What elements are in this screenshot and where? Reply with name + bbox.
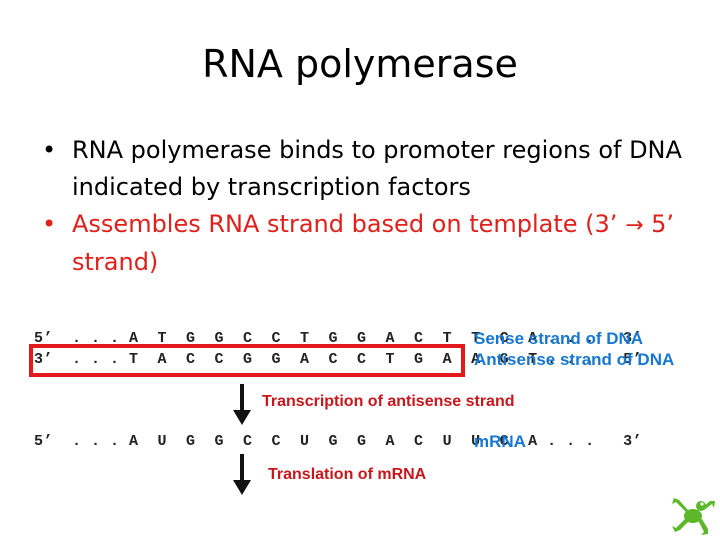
bullet-text-suffix: 5’ strand) xyxy=(72,210,675,276)
slide-title: RNA polymerase xyxy=(202,42,518,86)
bullet-text: RNA polymerase binds to promoter regions… xyxy=(72,136,682,201)
frog-icon xyxy=(672,498,715,535)
right-arrow-icon: → xyxy=(625,213,644,238)
bullet-item-1: • RNA polymerase binds to promoter regio… xyxy=(42,132,702,206)
translation-step-label: Translation of mRNA xyxy=(268,466,427,483)
antisense-strand-sequence: 3’ . . . T A C C G G A C C T G A A G T .… xyxy=(34,351,643,368)
down-arrow-icon xyxy=(233,384,251,425)
antisense-strand-label: Antisense strand of DNA xyxy=(474,350,675,369)
bullet-item-2: • Assembles RNA strand based on template… xyxy=(42,206,702,281)
sense-strand-label: Sense strand of DNA xyxy=(474,329,644,348)
antisense-highlight-box xyxy=(29,344,465,377)
bullet-marker: • xyxy=(42,136,57,164)
bullet-list: • RNA polymerase binds to promoter regio… xyxy=(42,132,702,281)
bullet-marker: • xyxy=(42,210,57,238)
bullet-text-prefix: Assembles RNA strand based on template (… xyxy=(72,210,618,238)
down-arrow-icon xyxy=(233,454,251,495)
mrna-label: mRNA xyxy=(474,432,526,451)
transcription-step-label: Transcription of antisense strand xyxy=(262,393,515,410)
mrna-sequence: 5’ . . . A U G G C C U G G A C U U C A .… xyxy=(34,433,643,450)
sense-strand-sequence: 5’ . . . A T G G C C T G G A C T T C A .… xyxy=(34,330,643,347)
